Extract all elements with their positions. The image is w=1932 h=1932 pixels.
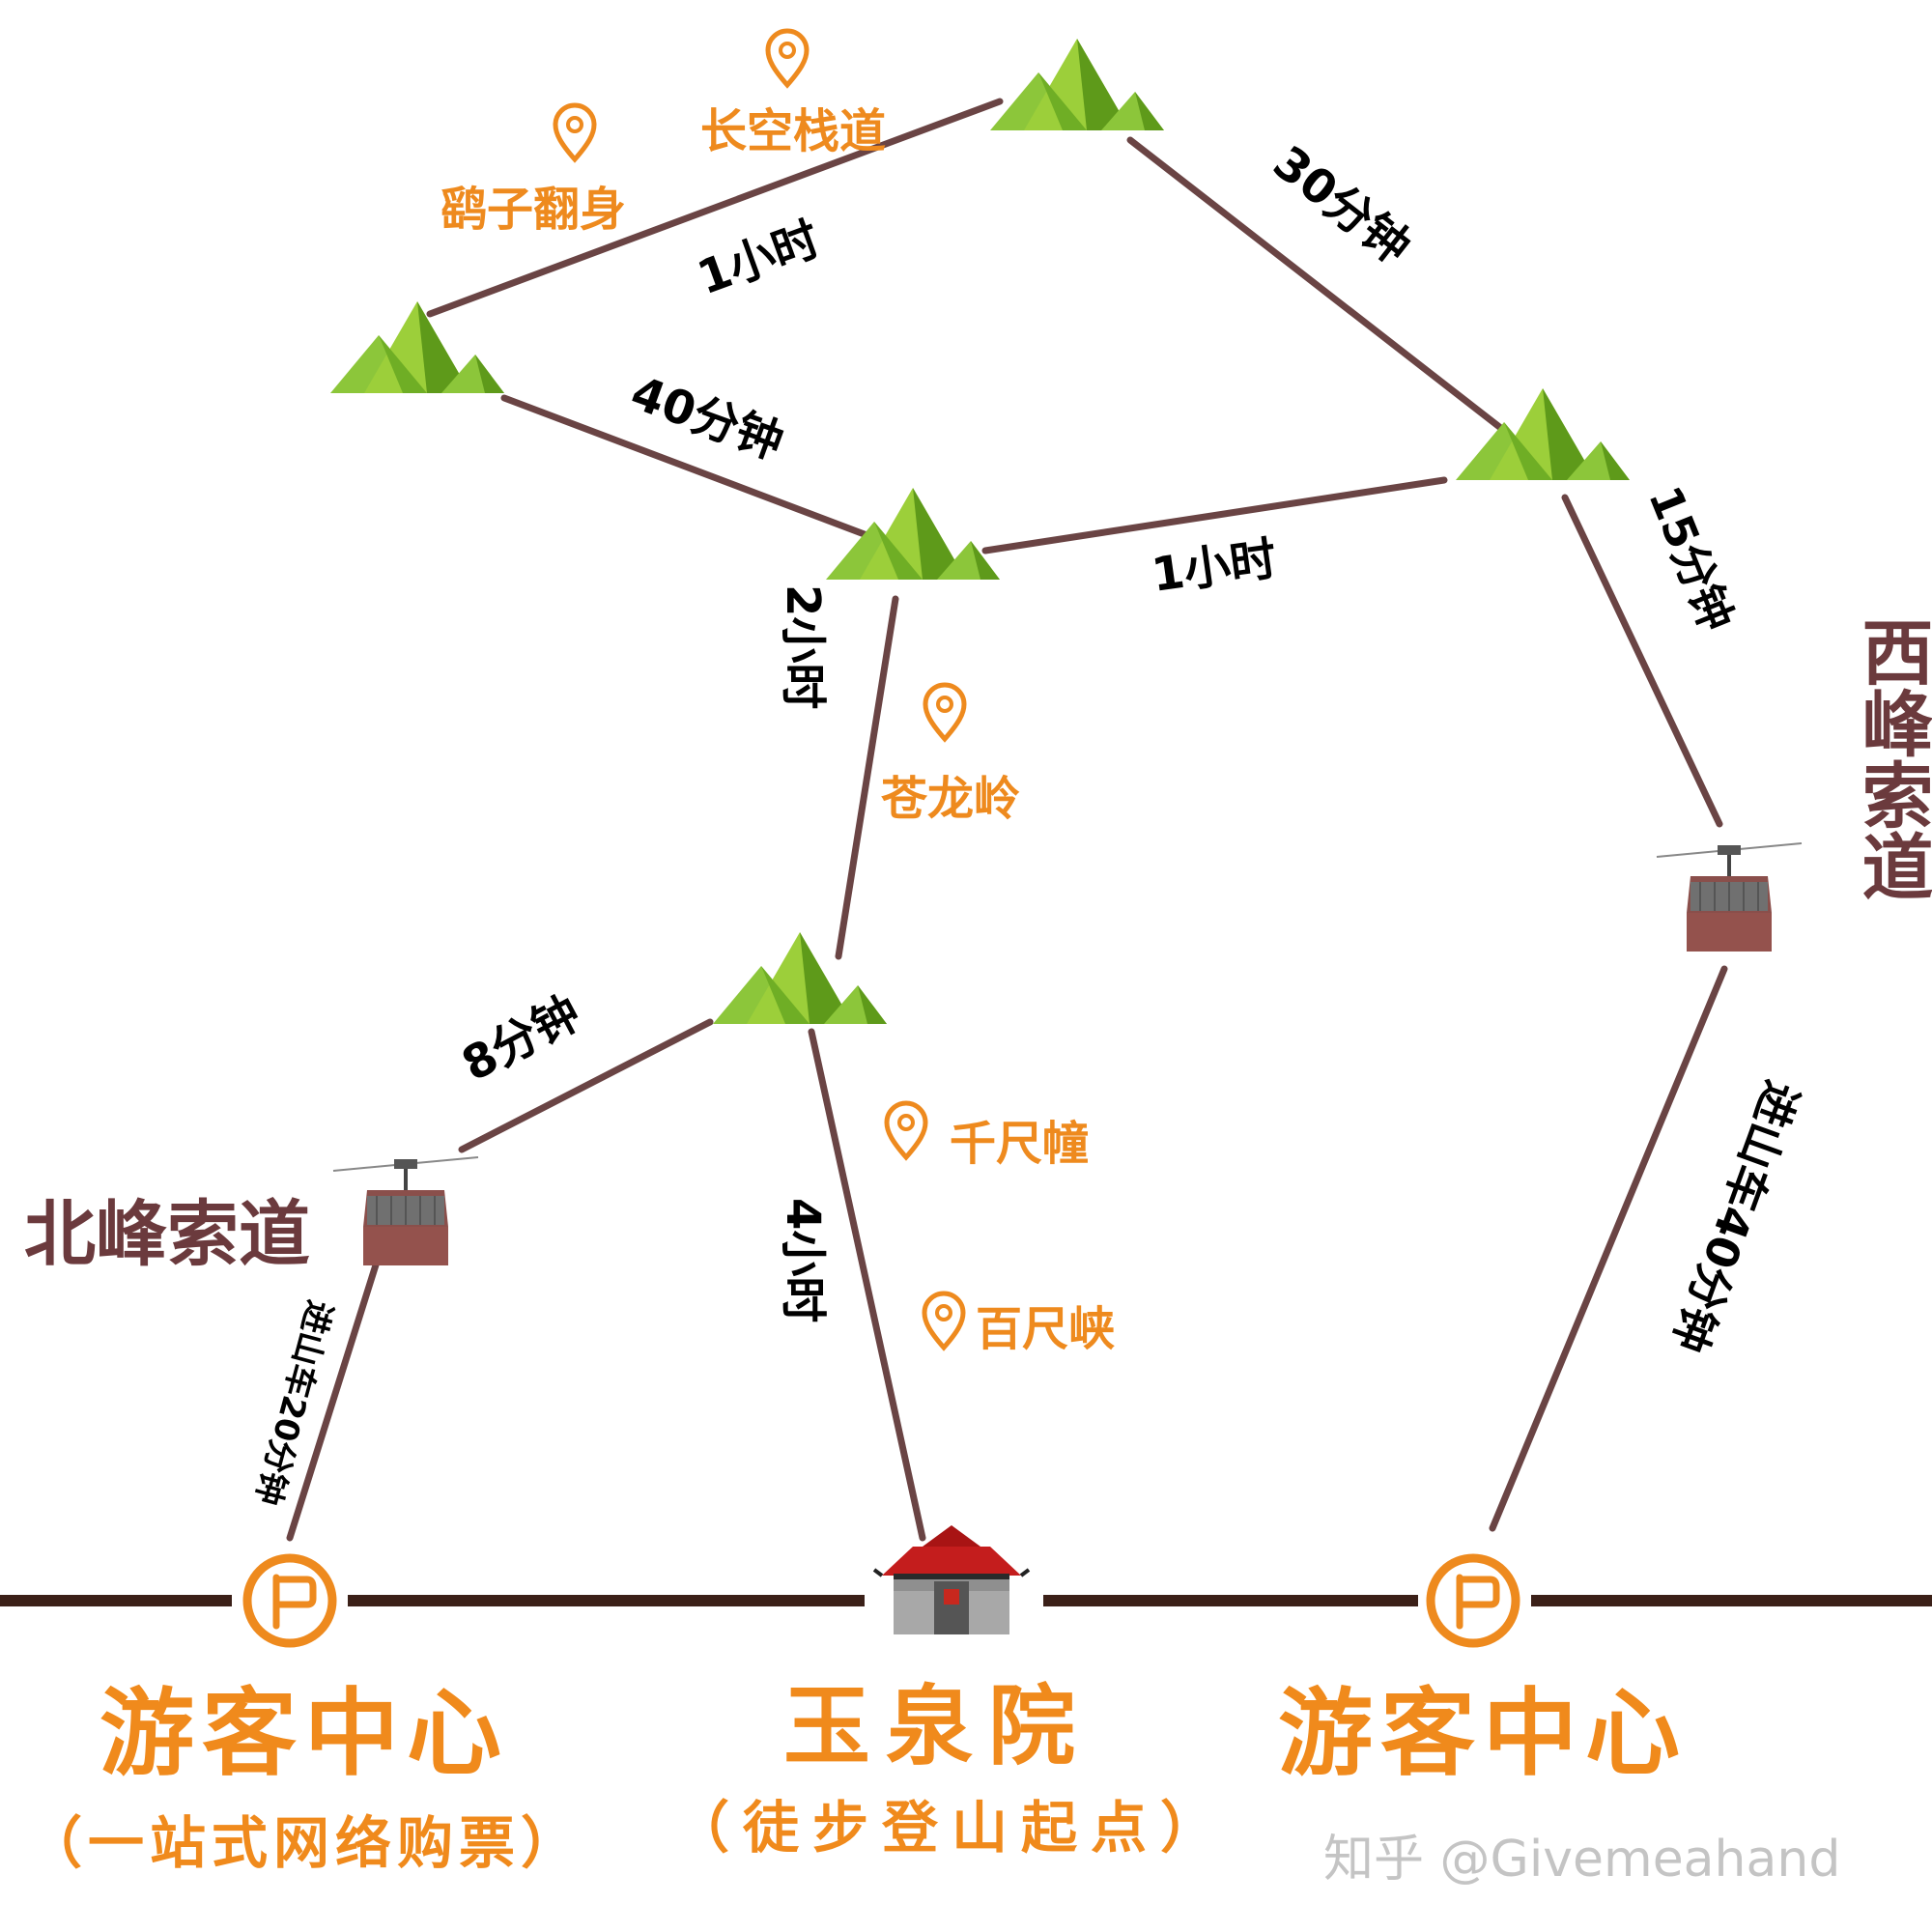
location-pin-icon: [768, 31, 807, 85]
location-pin-icon: [887, 1103, 925, 1157]
trail-center-to-east: [981, 476, 1448, 554]
trail-west-to-summit: [426, 98, 1004, 318]
visitor-center-right-title: 游客中心: [1278, 1679, 1688, 1789]
trail-summit-to-east: [1126, 136, 1511, 437]
mountain-center-icon: [826, 488, 1000, 580]
visitor-center-left-title: 游客中心: [99, 1679, 509, 1789]
trail-cable-to-left-center: [286, 1252, 383, 1542]
mountain-east-icon: [1456, 388, 1630, 480]
poi-label-baichi: 百尺峡: [976, 1302, 1115, 1356]
time-label-east-to-xifeng: 15分钟: [1638, 479, 1744, 639]
visitor-center-left-subtitle: （一站式网络购票）: [26, 1810, 582, 1876]
time-label-north-to-cable: 8分钟: [453, 985, 589, 1092]
watermark: 知乎 @Givemeahand: [1323, 1831, 1840, 1889]
trail-north-to-cable: [458, 1018, 714, 1153]
trail-west-to-center: [500, 394, 873, 540]
visitor-center-left-icon[interactable]: [247, 1558, 332, 1643]
time-label-yaozi-to-changkong: 1小时: [691, 212, 827, 305]
location-pin-icon: [924, 1293, 963, 1348]
location-pin-icon: [555, 105, 594, 159]
cableway-label-west: 西峰索道: [1850, 615, 1932, 901]
time-label-canglong: 2小时: [776, 584, 830, 709]
yuquan-title: 玉泉院: [783, 1676, 1091, 1777]
time-label-west-cable-bus: 进山车40分钟: [1662, 1074, 1808, 1359]
temple-gate-icon[interactable]: [872, 1525, 1031, 1634]
yuquan-subtitle: （徒步登山起点）: [673, 1795, 1230, 1861]
trail-center-to-north: [835, 595, 899, 960]
poi-label-qianchi: 千尺幢: [950, 1117, 1089, 1171]
time-label-center-to-east: 1小时: [1149, 531, 1280, 602]
time-label-north-cable-bus: 进山车20分钟: [247, 1296, 339, 1509]
poi-label-canglong: 苍龙岭: [881, 772, 1020, 826]
cable-car-west-icon: [1655, 841, 1804, 953]
mountain-west-icon: [330, 301, 504, 393]
mountain-summit-icon: [990, 39, 1164, 130]
visitor-center-right-icon[interactable]: [1431, 1558, 1516, 1643]
cable-car-north-icon: [331, 1155, 480, 1267]
cableway-label-north: 北峰索道: [24, 1193, 310, 1276]
trail-east-to-xifeng: [1561, 494, 1723, 828]
time-label-north-to-yuquan: 4小时: [776, 1198, 830, 1322]
time-label-summit-to-east: 30分钟: [1264, 135, 1421, 274]
mountain-north-icon: [713, 932, 887, 1024]
trail-north-to-yuquan: [808, 1028, 926, 1542]
poi-label-yaozi: 鹞子翻身: [440, 183, 626, 237]
poi-label-changkong: 长空栈道: [700, 104, 886, 158]
trail-xifeng-to-right-center: [1489, 965, 1728, 1532]
location-pin-icon: [925, 685, 964, 739]
